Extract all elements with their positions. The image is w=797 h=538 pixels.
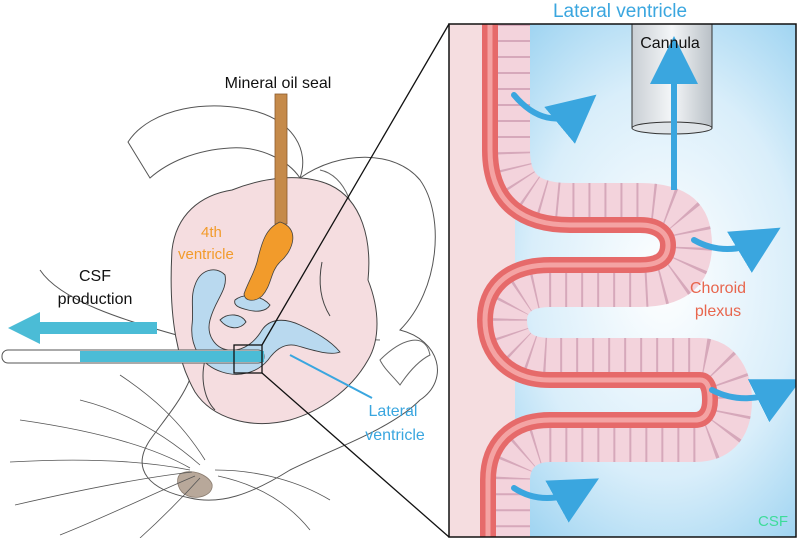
choroid-plexus-label-2: plexus [695,303,741,320]
choroid-plexus-label-1: Choroid [690,280,746,297]
mineral-oil-seal-label: Mineral oil seal [225,75,332,92]
curved-arrow-icon [511,92,796,523]
cannula [631,24,713,190]
fourth-ventricle-label-1: 4th [201,224,222,241]
choroid-epithelium [483,24,752,537]
whiskers [9,374,331,538]
oil-needle [274,93,288,225]
ventricles [191,269,341,375]
csf-label: CSF [758,513,788,530]
lateral-ventricle-label-2: ventricle [365,427,425,444]
zoom-panel [449,24,796,537]
lateral-ventricle-label-1: Lateral [369,403,418,420]
zoom-box [233,344,263,374]
nose [177,471,213,498]
zoom-panel-border [448,23,797,538]
csf-outflow-tube [1,349,265,364]
paw [379,339,431,386]
cannula-label: Cannula [640,35,700,52]
fourth-ventricle-label-2: ventricle [178,246,234,263]
left-arrow-icon [8,312,157,344]
lateral-ventricle-title: Lateral ventricle [553,1,687,22]
csf-production-label-1: CSF [79,268,111,285]
csf-production-label-2: production [58,291,133,308]
oil-drop [243,221,294,301]
